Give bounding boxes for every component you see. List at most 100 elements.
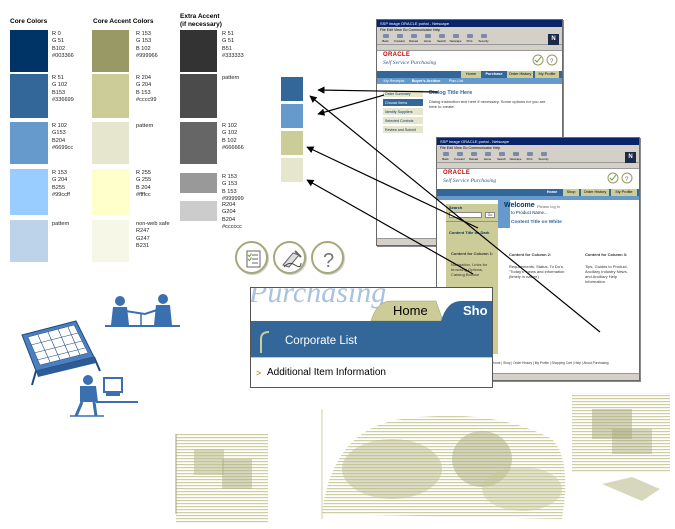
tab-shop[interactable]: Shop [563,189,579,196]
dialog-instructions: Dialog instruction text here if necessar… [429,99,546,109]
left-nav-link[interactable]: Review and Submit [383,126,423,134]
color-values: R 51 G 51 B51 #333333 [222,31,244,60]
corporate-list-title[interactable]: Corporate List [285,335,358,347]
left-nav-link[interactable]: Order Summary [383,90,423,98]
purchasing-wordmark: Purchasing [250,287,387,309]
zoom-tab-shapes [251,300,492,329]
toolbar-button[interactable]: Search [436,34,447,43]
column2-text: Requirements, Status, To Do's. "Today's"… [509,264,565,279]
tab-my-profile[interactable]: My Profile [535,71,559,78]
footer-links[interactable]: Home | Shop | Order History | My Profile… [492,361,609,365]
toolbar-button[interactable]: Search [496,152,507,161]
toolbar-label: Netscape [509,157,522,161]
color-swatch [180,201,217,221]
column3-text: Tips, Guides to Product, Ancillary Indus… [585,264,628,284]
toolbar-button[interactable]: Print [524,152,535,161]
tab-home[interactable]: Home [543,189,561,196]
column2-title: Content for Column 2: [509,252,552,257]
secondary-nav-bar [437,196,639,200]
toolbar-icon [438,34,445,38]
toolbar-button[interactable]: Home [482,152,493,161]
checklist-icon[interactable] [235,241,268,274]
toolbar-button[interactable]: Back [440,152,451,161]
zoomed-detail-panel: Purchasing Home Sho Corporate List > Add… [250,287,493,388]
corporate-list-bar: Corporate List [251,327,492,357]
color-values: R 255 G 255 B 204 #ffffcc [136,170,152,199]
toolbar-button[interactable]: Security [478,34,489,43]
color-values: R 153 G 153 B 153 #999999 [222,174,244,203]
tab-order-history[interactable]: Order History [507,71,533,78]
tab-my-profile[interactable]: My Profile [611,189,637,196]
address-bar [377,45,562,51]
toolbar-button[interactable]: Reload [408,34,419,43]
chevron-right-icon: > [256,368,262,378]
arrow-sub-bar [317,94,385,116]
tab-shop[interactable]: Sho [463,303,488,318]
toolbar-button[interactable]: Forward [394,34,405,43]
subnav-my-receipts[interactable]: My Receipts [383,79,405,83]
toolbar-button[interactable]: Back [380,34,391,43]
color-swatch [92,220,129,262]
color-values: R 102 G153 B204 #6699cc [52,123,74,152]
color-values: pattern [136,123,154,129]
toolbar-button[interactable]: Reload [468,152,479,161]
divider [251,357,492,358]
color-swatch [10,30,48,72]
toolbar-button[interactable]: Home [422,34,433,43]
netscape-logo-icon: N [625,152,636,163]
tab-home[interactable]: Home [461,71,481,78]
svg-text:?: ? [550,59,554,65]
toolbar-label: Print [526,157,533,161]
color-values: R 0 G 51 B102 #003366 [52,31,74,60]
subnav-plan-list[interactable]: Plan List [448,79,464,83]
secondary-nav-bar: My Receipts Buyer's Archive Plan List [377,78,562,84]
go-button[interactable]: Go [485,212,495,218]
dark-content-title: Content Title on Dark [449,230,490,235]
search-input[interactable] [449,212,482,218]
toolbar-label: Back [382,39,389,43]
signature-icon[interactable] [273,241,306,274]
color-swatch [92,169,129,215]
toolbar-label: Back [442,157,449,161]
tab-home[interactable]: Home [393,303,428,318]
toolbar-icon [452,34,459,38]
toolbar-icon [442,152,449,156]
toolbar-icon [382,34,389,38]
toolbar-button[interactable]: Forward [454,152,465,161]
toolbar-icon [484,152,491,156]
left-nav-link[interactable]: Identify Suppliers [383,108,423,116]
toolbar-label: Search [437,39,446,43]
toolbar-label: Security [538,157,549,161]
left-nav-link[interactable]: Choose Items [383,99,423,107]
subnav-buyers-archive[interactable]: Buyer's Archive [411,79,441,83]
toolbar-button[interactable]: Netscape [510,152,521,161]
dialog-title: Dialog Title Here [429,90,473,96]
mini-swatch [281,158,303,182]
extra-accent-subheader: (if necessary) [180,21,222,28]
mini-swatch [281,104,303,128]
toolbar-label: Home [483,157,492,161]
help-icon[interactable]: ? [311,241,344,274]
app-name: Self Service Purchasing [383,60,437,66]
tab-order-history[interactable]: Order History [581,189,609,196]
toolbar-button[interactable]: Netscape [450,34,461,43]
toolbar-label: Reload [469,157,478,161]
color-values: R 153 G 153 B 102 #999966 [136,31,158,60]
additional-item-link[interactable]: Additional Item Information [267,367,386,378]
color-swatch [180,30,217,72]
column1-title: Content for Column 1: [451,251,494,256]
toolbar-label: Netscape [449,39,462,43]
left-nav-link[interactable]: Selected Controls [383,117,423,125]
toolbar-button[interactable]: Security [538,152,549,161]
toolbar-button[interactable]: Print [464,34,475,43]
toolbar-icon [498,152,505,156]
toolbar-icon [396,34,403,38]
color-values: R 51 G 102 B153 #336699 [52,75,74,104]
mini-swatch [281,77,303,101]
welcome-line: to Product Name... [511,210,548,215]
meeting-people-icon [105,294,180,327]
svg-text:?: ? [323,250,334,272]
toolbar-icon [456,152,463,156]
tab-purchase[interactable]: Purchase [483,71,505,78]
